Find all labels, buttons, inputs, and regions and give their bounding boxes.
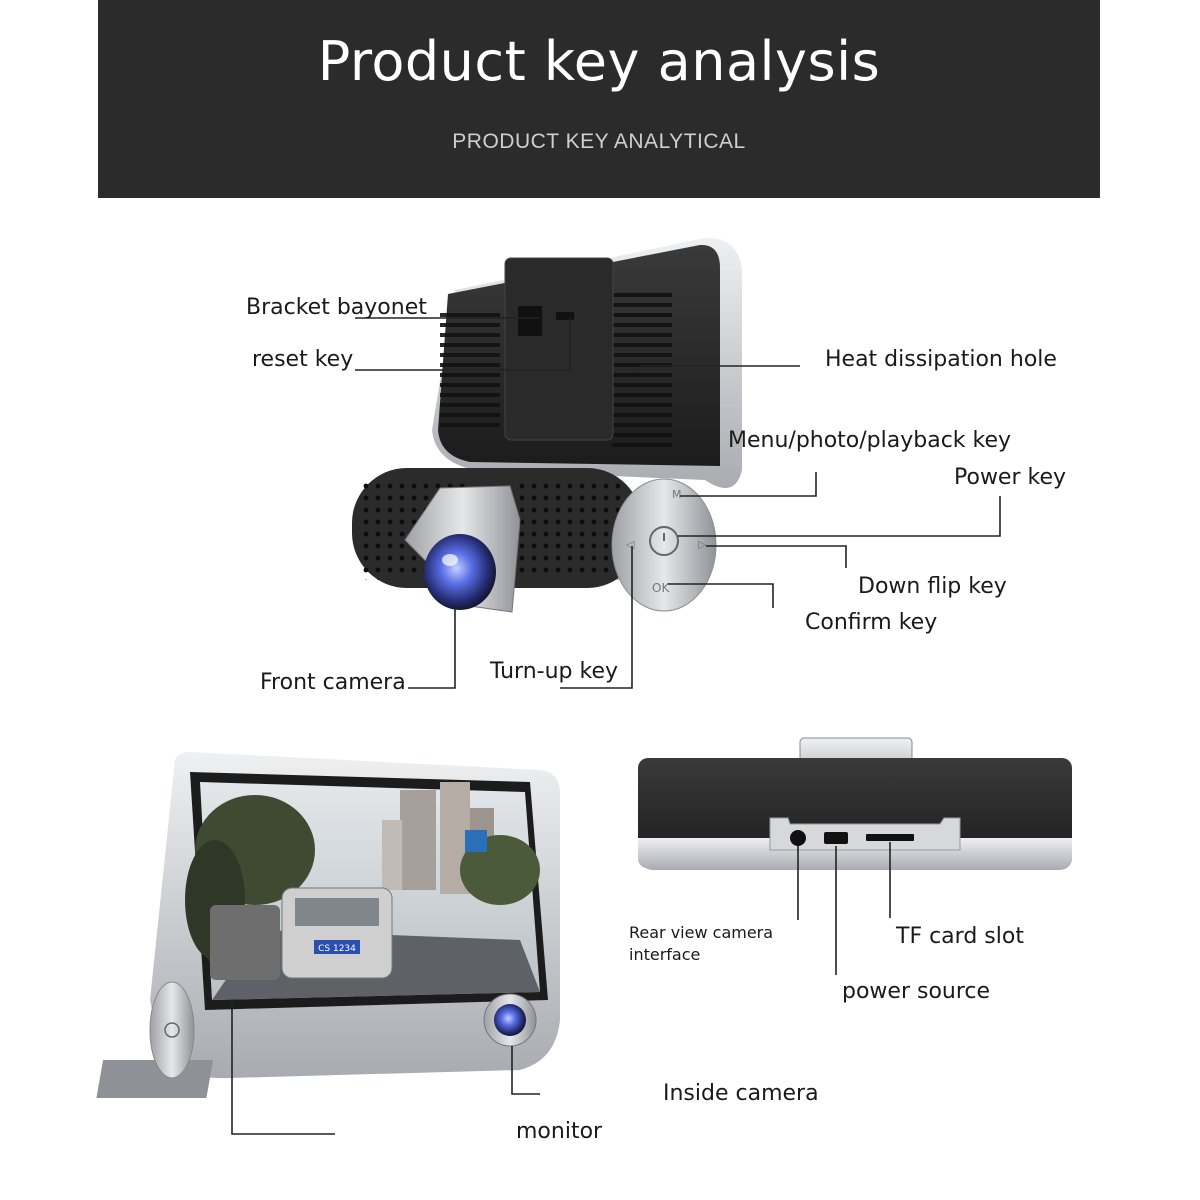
header-banner: Product key analysis PRODUCT KEY ANALYTI…: [98, 0, 1100, 198]
mount-stub: [96, 1060, 214, 1098]
svg-text:OK: OK: [652, 581, 670, 595]
inside-camera-lens: [494, 1004, 526, 1036]
power-button-icon: [649, 526, 679, 556]
side-buttons: [149, 981, 195, 1079]
label-turn-up-key: Turn-up key: [490, 659, 618, 684]
screen-sign: [314, 940, 360, 954]
label-bracket-bayonet: Bracket bayonet: [246, 295, 427, 320]
label-power-key: Power key: [954, 465, 1067, 490]
front-device: CS 1234: [96, 752, 560, 1098]
label-rear-view-camera-interface: Rear view camera interface: [629, 922, 773, 967]
label-tf-card-slot: TF card slot: [896, 924, 1024, 949]
label-reset-key: reset key: [252, 347, 354, 372]
label-down-flip-key: Down flip key: [858, 574, 1007, 599]
top-device: M ▷ ◁ OK: [352, 237, 742, 613]
label-power-source: power source: [842, 979, 991, 1004]
leader-lines: [231, 317, 1001, 1135]
svg-text:◁: ◁: [626, 538, 635, 551]
bottom-device: [638, 737, 1072, 870]
usb-port: [824, 832, 848, 844]
bracket-mount: [504, 257, 614, 441]
label-menu-key: Menu/photo/playback key: [728, 428, 1012, 453]
label-inside-camera: Inside camera: [663, 1081, 819, 1106]
label-rear-view-line2: interface: [629, 945, 701, 965]
port-panel: [769, 817, 961, 851]
speaker-holes-right: [512, 480, 624, 580]
svg-text:M: M: [672, 488, 682, 501]
tf-card-slot: [866, 834, 914, 841]
reset-hole: [556, 312, 574, 320]
bracket-slot: [518, 306, 542, 336]
rear-camera-port: [790, 830, 806, 846]
page-subtitle: PRODUCT KEY ANALYTICAL: [452, 130, 746, 153]
label-confirm-key: Confirm key: [805, 610, 938, 635]
label-front-camera: Front camera: [260, 670, 406, 695]
label-rear-view-line1: Rear view camera: [629, 923, 774, 942]
label-heat-dissipation-hole: Heat dissipation hole: [825, 347, 1057, 372]
plate-text: CS 1234: [318, 944, 356, 954]
heat-vent-right: [612, 288, 672, 448]
heat-vent-left: [440, 308, 500, 428]
page-title: Product key analysis: [317, 30, 881, 93]
label-monitor: monitor: [516, 1119, 603, 1144]
front-camera-lens: [424, 534, 496, 610]
svg-text:▷: ▷: [698, 538, 707, 551]
side-button-cap: [611, 478, 717, 612]
